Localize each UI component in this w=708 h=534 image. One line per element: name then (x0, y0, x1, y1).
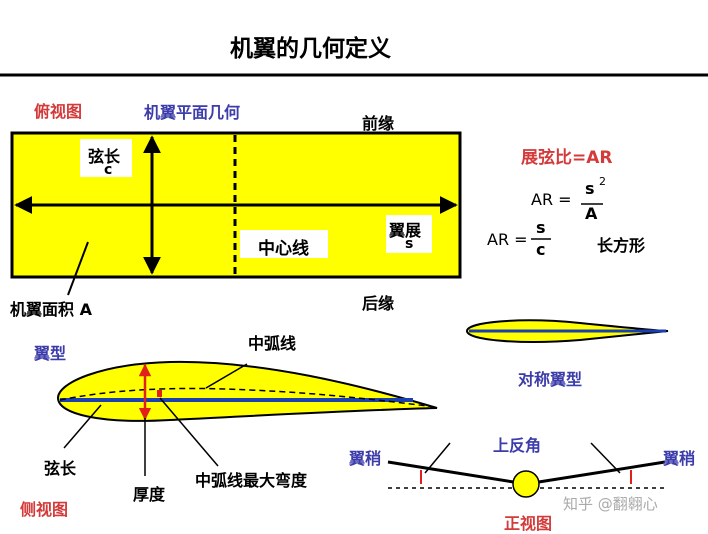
thickness-label: 厚度 (133, 485, 166, 504)
max-camber-leader (159, 397, 219, 467)
eq2-numerator: s (536, 218, 546, 237)
eq2-denominator: c (536, 240, 546, 259)
span-label-box (386, 215, 432, 253)
airfoil-chord-label: 弦长 (44, 459, 77, 478)
centerline-label: 中心线 (258, 239, 309, 259)
chord-leader (63, 404, 102, 449)
top-view-label: 俯视图 (34, 102, 83, 121)
planform-heading: 机翼平面几何 (144, 103, 241, 122)
wingtip-left-label: 翼稍 (349, 449, 382, 468)
symmetric-airfoil-label: 对称翼型 (518, 370, 583, 389)
wing-area-label: 机翼面积 A (10, 300, 92, 319)
eq1-exponent: 2 (599, 175, 606, 188)
max-camber-mark (157, 390, 162, 397)
area-leader (67, 241, 89, 296)
cambered-airfoil (56, 360, 438, 422)
leading-edge-label: 前缘 (362, 114, 395, 133)
chord-label: 弦长 (88, 147, 121, 166)
eq1-lhs: AR = (531, 190, 572, 209)
front-right-wing (525, 460, 666, 486)
camber-line-label: 中弧线 (248, 334, 297, 353)
left-tip-leader (424, 442, 451, 474)
span-label: 翼展 (389, 221, 422, 240)
chord-symbol: c (104, 162, 113, 178)
trailing-edge-label: 后缘 (362, 294, 395, 313)
max-camber-label: 中弧线最大弯度 (195, 471, 308, 490)
side-view-label: 侧视图 (20, 500, 69, 519)
watermark: 知乎 @翻翱心 (563, 495, 658, 513)
wingtip-right-label: 翼稍 (663, 449, 696, 468)
airfoil-label: 翼型 (34, 344, 67, 363)
chord-label-box (80, 139, 132, 177)
eq1-denominator: A (585, 204, 598, 223)
camber-leader (205, 363, 248, 389)
camber-line (59, 387, 436, 408)
span-symbol: s (405, 236, 414, 252)
right-tip-leader (590, 442, 621, 474)
eq1-numerator: s (585, 179, 595, 198)
fuselage-circle (512, 470, 540, 498)
aspect-ratio-heading: 展弦比=AR (521, 148, 613, 168)
eq2-lhs: AR = (487, 230, 528, 249)
front-view-label: 正视图 (504, 514, 553, 533)
centerline-label-box (240, 230, 328, 258)
rectangle-note: 长方形 (597, 236, 646, 255)
dihedral-label: 上反角 (493, 436, 542, 455)
front-left-wing (387, 460, 527, 486)
page-title: 机翼的几何定义 (230, 36, 391, 62)
